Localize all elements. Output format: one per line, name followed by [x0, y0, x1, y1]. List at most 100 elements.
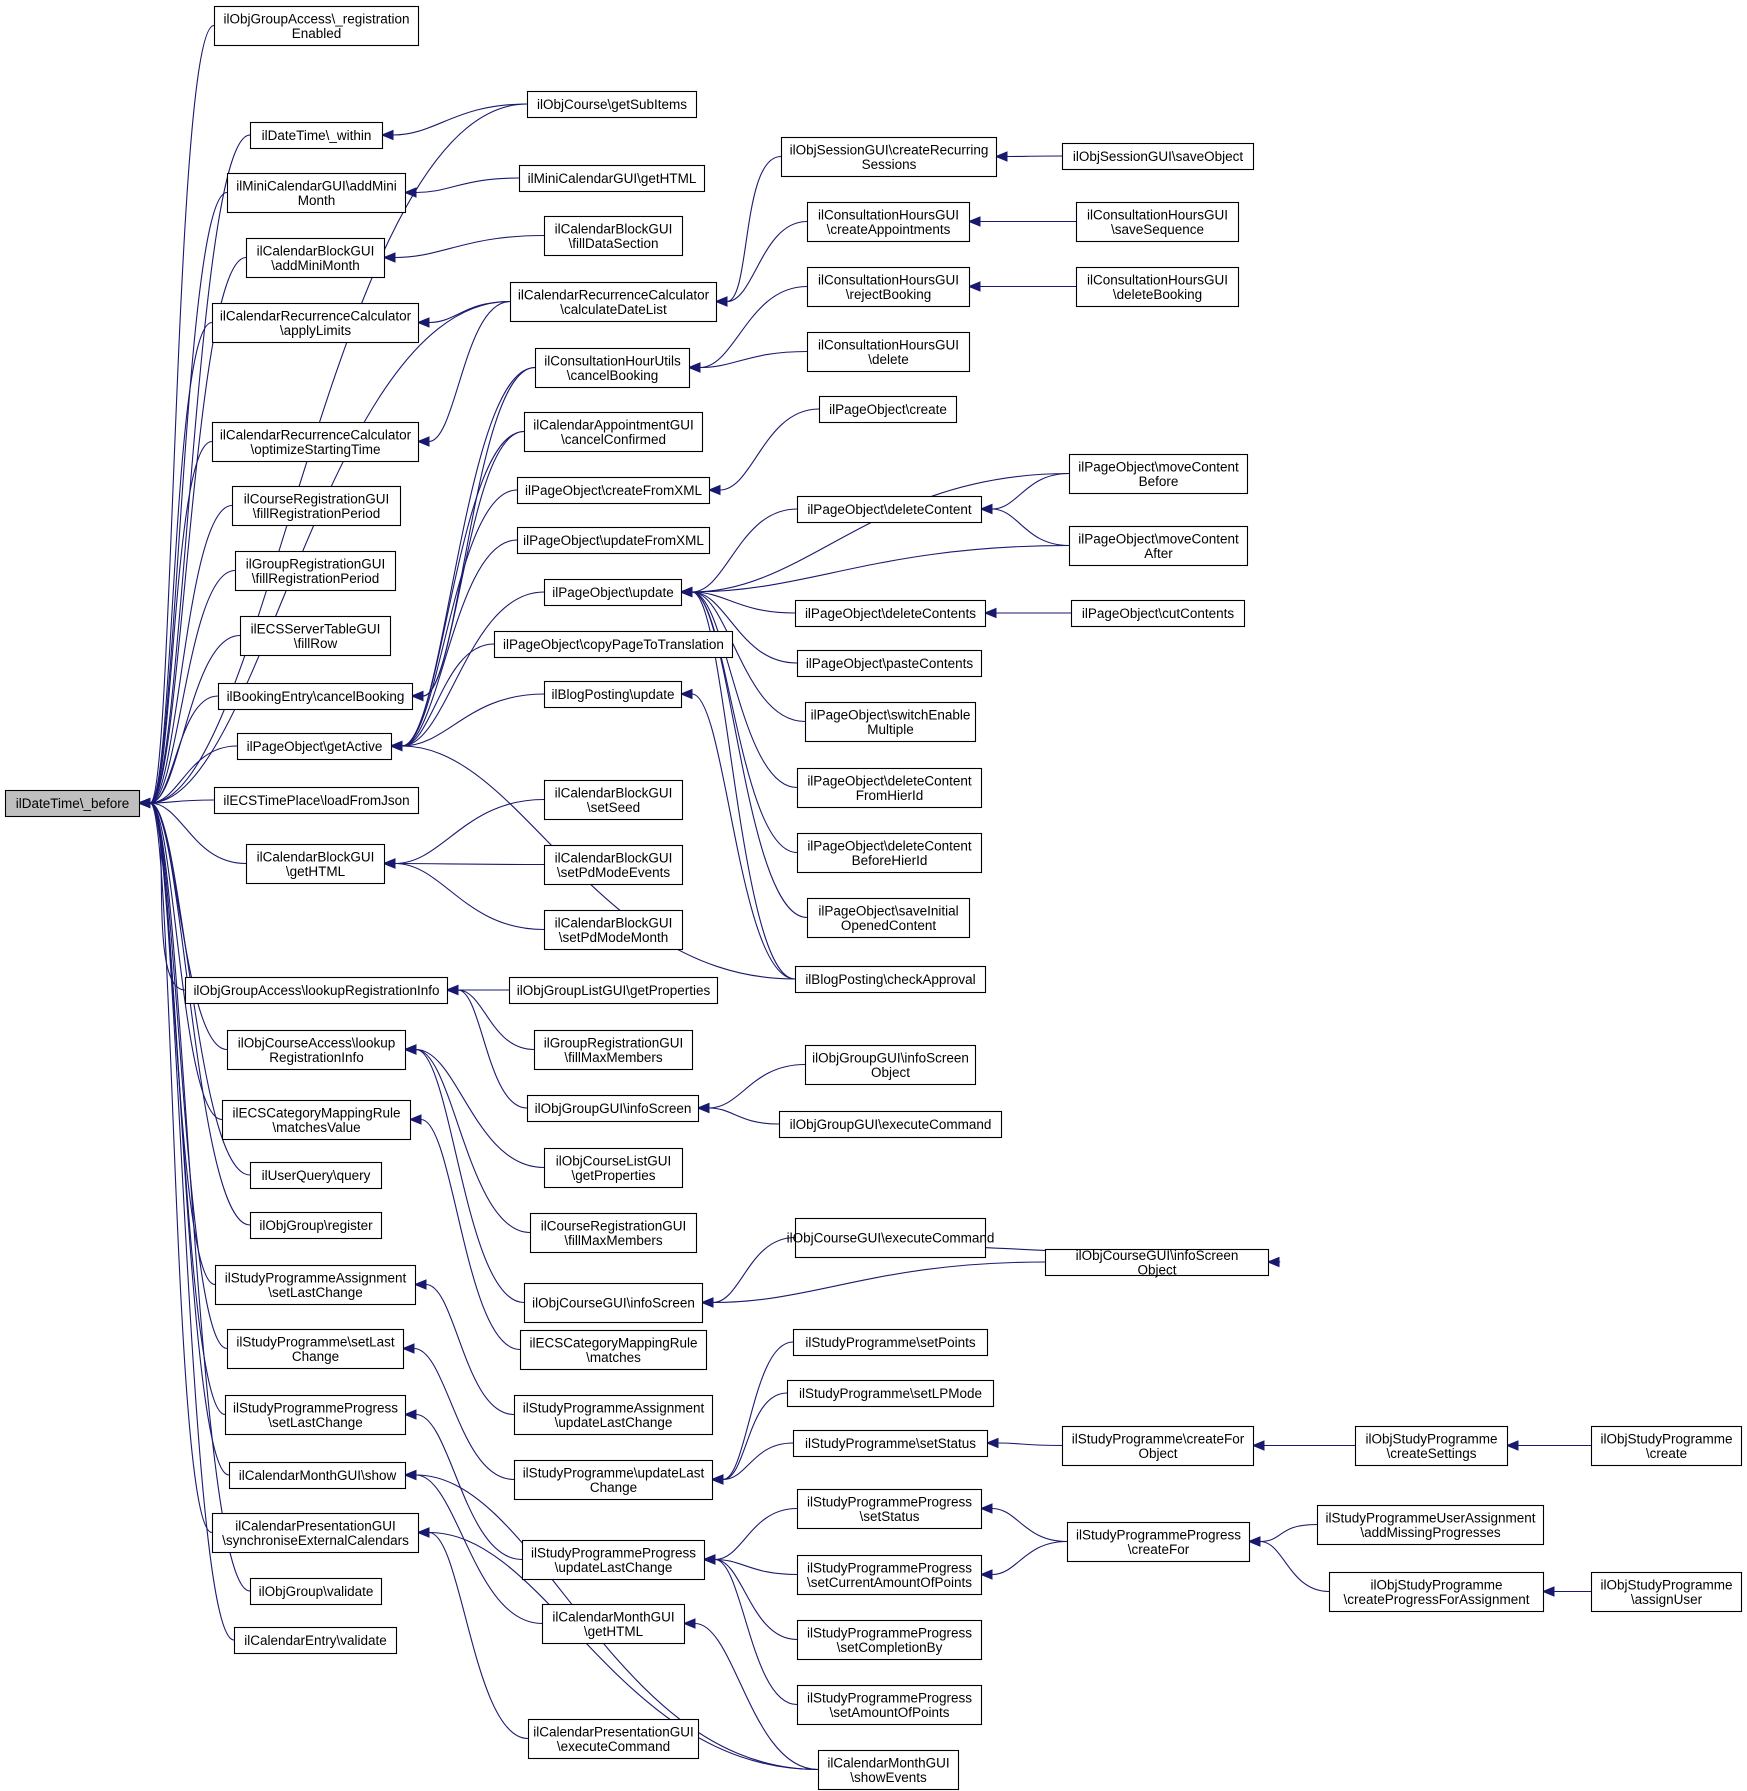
function-node[interactable]: ilCalendarPresentationGUI\synchroniseExt…: [211, 1512, 420, 1554]
node-label: ilCalendarBlockGUI: [257, 849, 375, 864]
function-node[interactable]: ilStudyProgrammeProgress\createFor: [1066, 1521, 1251, 1563]
function-node[interactable]: ilCourseRegistrationGUI\fillRegistration…: [231, 485, 402, 527]
function-node[interactable]: ilObjCourseGUI\executeCommand: [787, 1217, 995, 1259]
function-node[interactable]: ilStudyProgrammeProgress\setAmountOfPoin…: [796, 1684, 983, 1726]
function-node[interactable]: ilPageObject\deleteContent: [796, 495, 983, 524]
function-node[interactable]: ilObjCourse\getSubItems: [526, 90, 698, 119]
function-node[interactable]: ilStudyProgrammeProgress\updateLastChang…: [521, 1539, 706, 1581]
function-node[interactable]: ilPageObject\getActive: [236, 732, 393, 761]
function-node[interactable]: ilStudyProgrammeAssignment\setLastChange: [214, 1264, 417, 1306]
function-node[interactable]: ilPageObject\create: [818, 395, 958, 424]
function-node[interactable]: ilConsultationHoursGUI\saveSequence: [1075, 201, 1240, 243]
function-node[interactable]: ilObjCourseAccess\lookupRegistrationInfo: [226, 1029, 407, 1071]
function-node[interactable]: ilPageObject\createFromXML: [516, 476, 711, 505]
function-node[interactable]: ilGroupRegistrationGUI\fillRegistrationP…: [234, 550, 397, 592]
function-node[interactable]: ilObjCourseGUI\infoScreen: [523, 1282, 704, 1324]
function-node[interactable]: ilPageObject\copyPageToTranslation: [493, 630, 734, 659]
node-box: [245, 843, 386, 885]
function-node[interactable]: ilGroupRegistrationGUI\fillMaxMembers: [533, 1029, 694, 1071]
function-node[interactable]: ilPageObject\update: [543, 578, 683, 607]
function-node[interactable]: ilPageObject\deleteContents: [794, 599, 987, 628]
function-node[interactable]: ilConsultationHoursGUI\deleteBooking: [1075, 266, 1240, 308]
function-node[interactable]: ilObjGroupGUI\executeCommand: [778, 1110, 1003, 1139]
function-node[interactable]: ilCalendarBlockGUI\setSeed: [543, 779, 684, 821]
node-label: ilPageObject\pasteContents: [806, 656, 974, 671]
function-node[interactable]: ilObjGroup\register: [249, 1211, 383, 1240]
function-node[interactable]: ilCalendarPresentationGUI\executeCommand: [527, 1718, 700, 1760]
function-node[interactable]: ilObjGroup\validate: [249, 1577, 383, 1606]
function-node[interactable]: ilCalendarMonthGUI\showEvents: [817, 1749, 960, 1791]
function-node[interactable]: ilCalendarBlockGUI\setPdModeEvents: [543, 844, 684, 886]
function-node[interactable]: ilStudyProgramme\setStatus: [792, 1429, 989, 1458]
function-node[interactable]: ilStudyProgrammeProgress\setStatus: [796, 1488, 983, 1530]
function-node[interactable]: ilCalendarEntry\validate: [233, 1626, 398, 1655]
node-label: \matchesValue: [272, 1120, 360, 1135]
node-box: [796, 495, 983, 524]
function-node[interactable]: ilStudyProgramme\setLastChange: [226, 1328, 405, 1370]
function-node[interactable]: ilObjGroupGUI\infoScreen: [526, 1094, 700, 1123]
function-node[interactable]: ilObjStudyProgramme\createSettings: [1354, 1425, 1509, 1467]
node-box: [518, 164, 706, 193]
function-node[interactable]: ilCalendarBlockGUI\setPdModeMonth: [543, 909, 684, 951]
function-node[interactable]: ilObjSessionGUI\saveObject: [1061, 142, 1255, 171]
function-node[interactable]: ilObjCourseListGUI\getProperties: [543, 1147, 684, 1189]
function-node[interactable]: ilPageObject\pasteContents: [796, 649, 983, 678]
function-node[interactable]: ilPageObject\cutContents: [1070, 599, 1246, 628]
function-node[interactable]: ilMiniCalendarGUI\addMiniMonth: [226, 172, 407, 214]
function-node[interactable]: ilECSCategoryMappingRule\matchesValue: [221, 1099, 412, 1141]
function-node[interactable]: ilStudyProgrammeProgress\setLastChange: [224, 1394, 407, 1436]
function-node[interactable]: ilCalendarMonthGUI\getHTML: [541, 1603, 686, 1645]
function-node[interactable]: ilBlogPosting\update: [543, 680, 683, 709]
function-node[interactable]: ilUserQuery\query: [249, 1161, 383, 1190]
function-node[interactable]: ilObjGroupListGUI\getProperties: [508, 976, 719, 1005]
function-node[interactable]: ilCalendarBlockGUI\fillDataSection: [543, 215, 684, 257]
function-node[interactable]: ilObjStudyProgramme\createProgressForAss…: [1328, 1571, 1545, 1613]
function-node[interactable]: ilECSCategoryMappingRule\matches: [519, 1329, 708, 1371]
function-node[interactable]: ilConsultationHourUtils\cancelBooking: [534, 347, 691, 389]
function-node[interactable]: ilObjStudyProgramme\create: [1590, 1425, 1743, 1467]
function-node[interactable]: ilDateTime\_within: [249, 121, 384, 150]
function-node[interactable]: ilBookingEntry\cancelBooking: [217, 682, 414, 711]
function-node[interactable]: ilCalendarRecurrenceCalculator\calculate…: [509, 281, 718, 323]
function-node[interactable]: ilECSTimePlace\loadFromJson: [213, 786, 420, 815]
function-node[interactable]: ilStudyProgramme\setLPMode: [786, 1379, 995, 1408]
function-node[interactable]: ilStudyProgrammeProgress\setCompletionBy: [796, 1619, 983, 1661]
function-node[interactable]: ilECSServerTableGUI\fillRow: [239, 615, 392, 657]
function-node[interactable]: ilStudyProgramme\updateLastChange: [513, 1459, 714, 1501]
function-node[interactable]: ilConsultationHoursGUI\delete: [806, 331, 971, 373]
function-node[interactable]: ilCalendarMonthGUI\show: [228, 1461, 407, 1490]
node-box: [796, 1488, 983, 1530]
function-node[interactable]: ilObjGroupAccess\lookupRegistrationInfo: [184, 976, 449, 1005]
function-node[interactable]: ilPageObject\updateFromXML: [516, 526, 711, 555]
function-node[interactable]: ilStudyProgrammeProgress\setCurrentAmoun…: [796, 1554, 983, 1596]
node-label: ilObjCourseAccess\lookup: [238, 1035, 396, 1050]
function-node[interactable]: ilCalendarRecurrenceCalculator\optimizeS…: [211, 421, 420, 463]
function-node[interactable]: ilMiniCalendarGUI\getHTML: [518, 164, 706, 193]
function-node[interactable]: ilStudyProgrammeUserAssignment\addMissin…: [1316, 1504, 1545, 1546]
function-node[interactable]: ilCalendarBlockGUI\addMiniMonth: [245, 237, 386, 279]
function-node[interactable]: ilStudyProgrammeAssignment\updateLastCha…: [513, 1394, 714, 1436]
focus-function-node[interactable]: ilDateTime\_before: [4, 789, 141, 818]
node-box: [224, 1394, 407, 1436]
function-node[interactable]: ilCalendarBlockGUI\getHTML: [245, 843, 386, 885]
function-node[interactable]: ilConsultationHoursGUI\rejectBooking: [806, 266, 971, 308]
function-node[interactable]: ilBlogPosting\checkApproval: [794, 965, 987, 994]
function-node[interactable]: ilConsultationHoursGUI\createAppointment…: [806, 201, 971, 243]
function-node[interactable]: ilCalendarAppointmentGUI\cancelConfirmed: [523, 411, 704, 453]
edge-line: [401, 591, 545, 747]
function-node[interactable]: ilStudyProgramme\setPoints: [792, 1328, 989, 1357]
function-node[interactable]: ilCourseRegistrationGUI\fillMaxMembers: [529, 1212, 698, 1254]
function-node[interactable]: ilObjStudyProgramme\assignUser: [1590, 1571, 1743, 1613]
function-node[interactable]: ilCalendarRecurrenceCalculator\applyLimi…: [211, 302, 420, 344]
